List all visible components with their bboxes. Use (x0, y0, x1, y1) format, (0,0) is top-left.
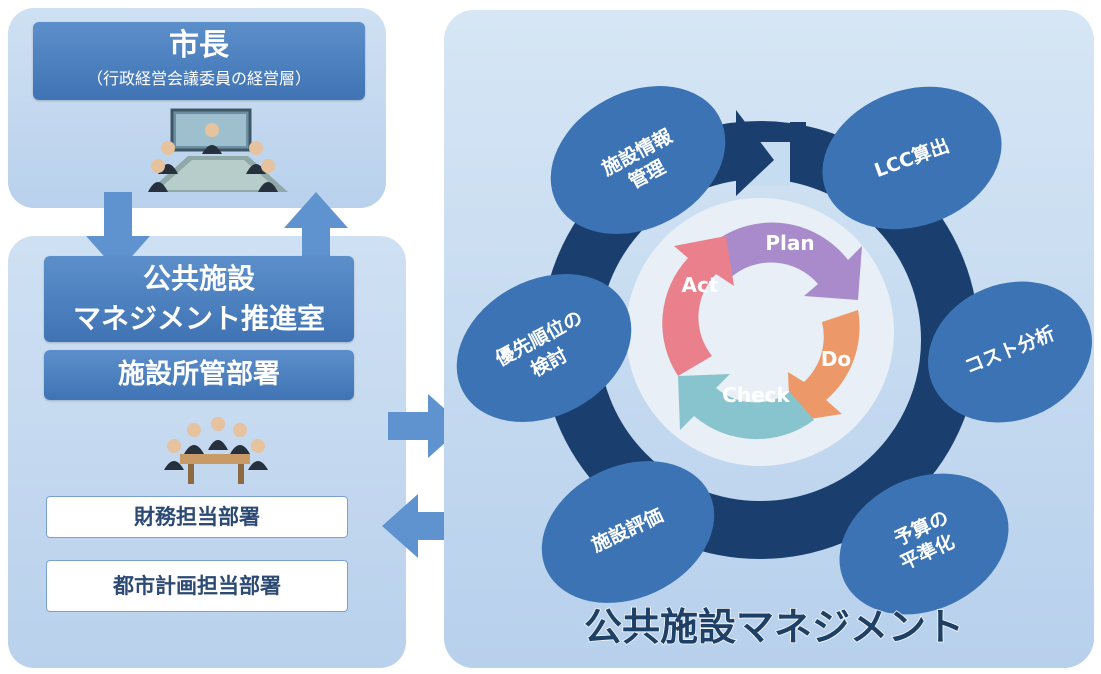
facility-department-box: 施設所管部署 (44, 350, 354, 400)
left-arrow-icon (382, 494, 458, 558)
management-cycle-diagram: Plan Do Check Act 施設情報 管理 LCC算出 コスト分析 予算… (456, 86, 1092, 650)
pdca-do-label: Do (821, 347, 851, 371)
ellipse-facility-info: 施設情報 管理 (550, 86, 726, 234)
urban-planning-department-label: 都市計画担当部署 (113, 574, 281, 598)
ellipse-facility-evaluation: 施設評価 (541, 461, 715, 603)
board-meeting-illustration (148, 108, 288, 192)
facility-department-label: 施設所管部署 (118, 359, 280, 390)
management-title: 公共施設マネジメント (584, 605, 964, 649)
mayor-box: 市長 （行政経営会議委員の経営層） (33, 22, 365, 100)
check-arrow (678, 374, 814, 440)
staff-meeting-illustration (164, 417, 268, 484)
plan-arrow (714, 222, 862, 300)
do-arrow (788, 310, 860, 422)
office-line1: 公共施設 (142, 262, 255, 295)
down-arrow-icon (86, 192, 150, 272)
ring-arrowhead-icon (736, 110, 774, 196)
mayor-title: 市長 (169, 28, 229, 63)
ellipse-budget: 予算の 平準化 (839, 473, 1009, 615)
urban-planning-department-box: 都市計画担当部署 (46, 560, 348, 612)
pdca-plan-label: Plan (765, 231, 814, 255)
act-arrow (662, 236, 734, 376)
mayor-subtitle: （行政経営会議委員の経営層） (86, 69, 311, 88)
ellipse-cost-analysis: コスト分析 (928, 281, 1092, 423)
office-line2: マネジメント推進室 (72, 302, 325, 335)
ellipse-lcc: LCC算出 (822, 86, 1002, 230)
ellipse-priority: 優先順位の 検討 (456, 274, 632, 422)
finance-department-label: 財務担当部署 (134, 505, 260, 529)
pdca-check-label: Check (722, 383, 790, 407)
finance-department-box: 財務担当部署 (46, 496, 348, 538)
pdca-act-label: Act (682, 273, 719, 297)
management-office-box: 公共施設 マネジメント推進室 (44, 256, 354, 342)
up-arrow-icon (284, 192, 348, 272)
